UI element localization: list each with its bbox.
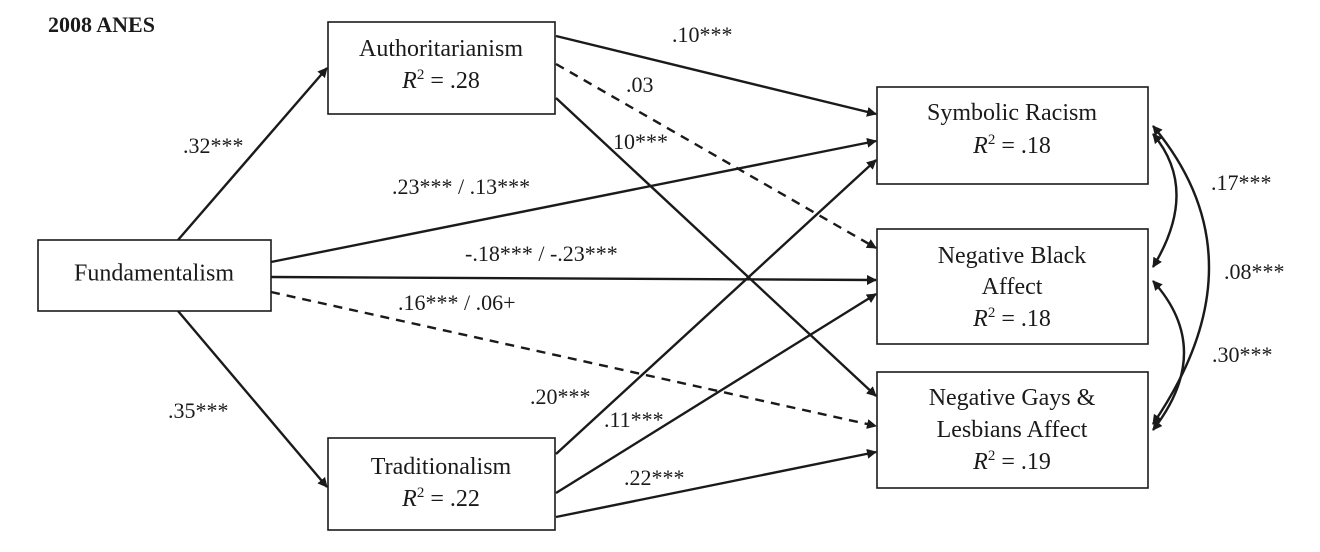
path-authoritarianism-symbolic-racism — [555, 34, 877, 117]
node-traditionalism-r2: R2 = .22 — [401, 485, 480, 512]
node-fundamentalism: Fundamentalism — [37, 239, 272, 312]
coef-fundamentalism-traditionalism: .35*** — [168, 398, 229, 423]
node-symbolic-racism-label: Symbolic Racism — [927, 100, 1097, 126]
coef-authoritarianism-negative-black-affect: .03 — [626, 72, 654, 97]
node-negative-black-affect-label-2: Affect — [982, 274, 1043, 300]
covariance-label-symbolic-black: .17*** — [1211, 170, 1272, 195]
node-negative-black-affect-label-1: Negative Black — [938, 243, 1087, 269]
covariance-label-black-gays: .30*** — [1212, 342, 1273, 367]
coef-fundamentalism-authoritarianism: .32*** — [183, 133, 244, 158]
coef-fundamentalism-negative-black-affect: -.18*** / -.23*** — [465, 241, 618, 266]
path-fundamentalism-traditionalism — [177, 310, 328, 488]
node-negative-black-affect-r2: R2 = .18 — [972, 305, 1051, 332]
node-negative-black-affect: Negative Black Affect R2 = .18 — [876, 228, 1149, 345]
path-authoritarianism-negative-black-affect — [555, 62, 877, 250]
coef-traditionalism-symbolic-racism: .20*** — [530, 384, 591, 409]
path-traditionalism-negative-black-affect — [555, 292, 877, 495]
node-authoritarianism-r2: R2 = .28 — [401, 67, 480, 94]
node-symbolic-racism: Symbolic Racism R2 = .18 — [876, 86, 1149, 185]
node-fundamentalism-label: Fundamentalism — [74, 261, 234, 287]
coef-authoritarianism-negative-gays-affect: 10*** — [613, 129, 668, 154]
node-negative-gays-affect-label-2: Lesbians Affect — [937, 417, 1088, 443]
paths — [177, 34, 1211, 519]
path-fundamentalism-negative-gays-affect — [270, 290, 877, 429]
coef-fundamentalism-symbolic-racism: .23*** / .13*** — [392, 174, 530, 199]
node-traditionalism: Traditionalism R2 = .22 — [327, 437, 556, 531]
node-authoritarianism-label: Authoritarianism — [359, 36, 523, 62]
path-traditionalism-symbolic-racism — [555, 159, 877, 455]
node-negative-gays-lesbians-affect: Negative Gays & Lesbians Affect R2 = .19 — [876, 371, 1149, 489]
path-fundamentalism-authoritarianism — [177, 67, 328, 241]
figure-title: 2008 ANES — [48, 12, 155, 37]
path-fundamentalism-symbolic-racism — [270, 137, 877, 264]
path-traditionalism-negative-gays-affect — [555, 448, 877, 519]
path-coefficients: .32*** .35*** .23*** / .13*** -.18*** / … — [168, 22, 1285, 490]
node-traditionalism-label: Traditionalism — [371, 454, 512, 480]
node-negative-gays-affect-label-1: Negative Gays & — [929, 385, 1096, 411]
node-authoritarianism: Authoritarianism R2 = .28 — [327, 21, 556, 115]
node-negative-gays-affect-r2: R2 = .19 — [972, 448, 1051, 475]
coef-traditionalism-negative-black-affect: .11*** — [604, 407, 664, 432]
coef-authoritarianism-symbolic-racism: .10*** — [672, 22, 733, 47]
path-authoritarianism-negative-gays-affect — [555, 97, 877, 397]
covariance-label-symbolic-gays: .08*** — [1224, 259, 1285, 284]
node-symbolic-racism-r2: R2 = .18 — [972, 132, 1051, 159]
coef-fundamentalism-negative-gays-affect: .16*** / .06+ — [398, 290, 516, 315]
coef-traditionalism-negative-gays-affect: .22*** — [624, 465, 685, 490]
covariance-black-gays — [1152, 280, 1186, 431]
path-fundamentalism-negative-black-affect — [270, 274, 877, 285]
